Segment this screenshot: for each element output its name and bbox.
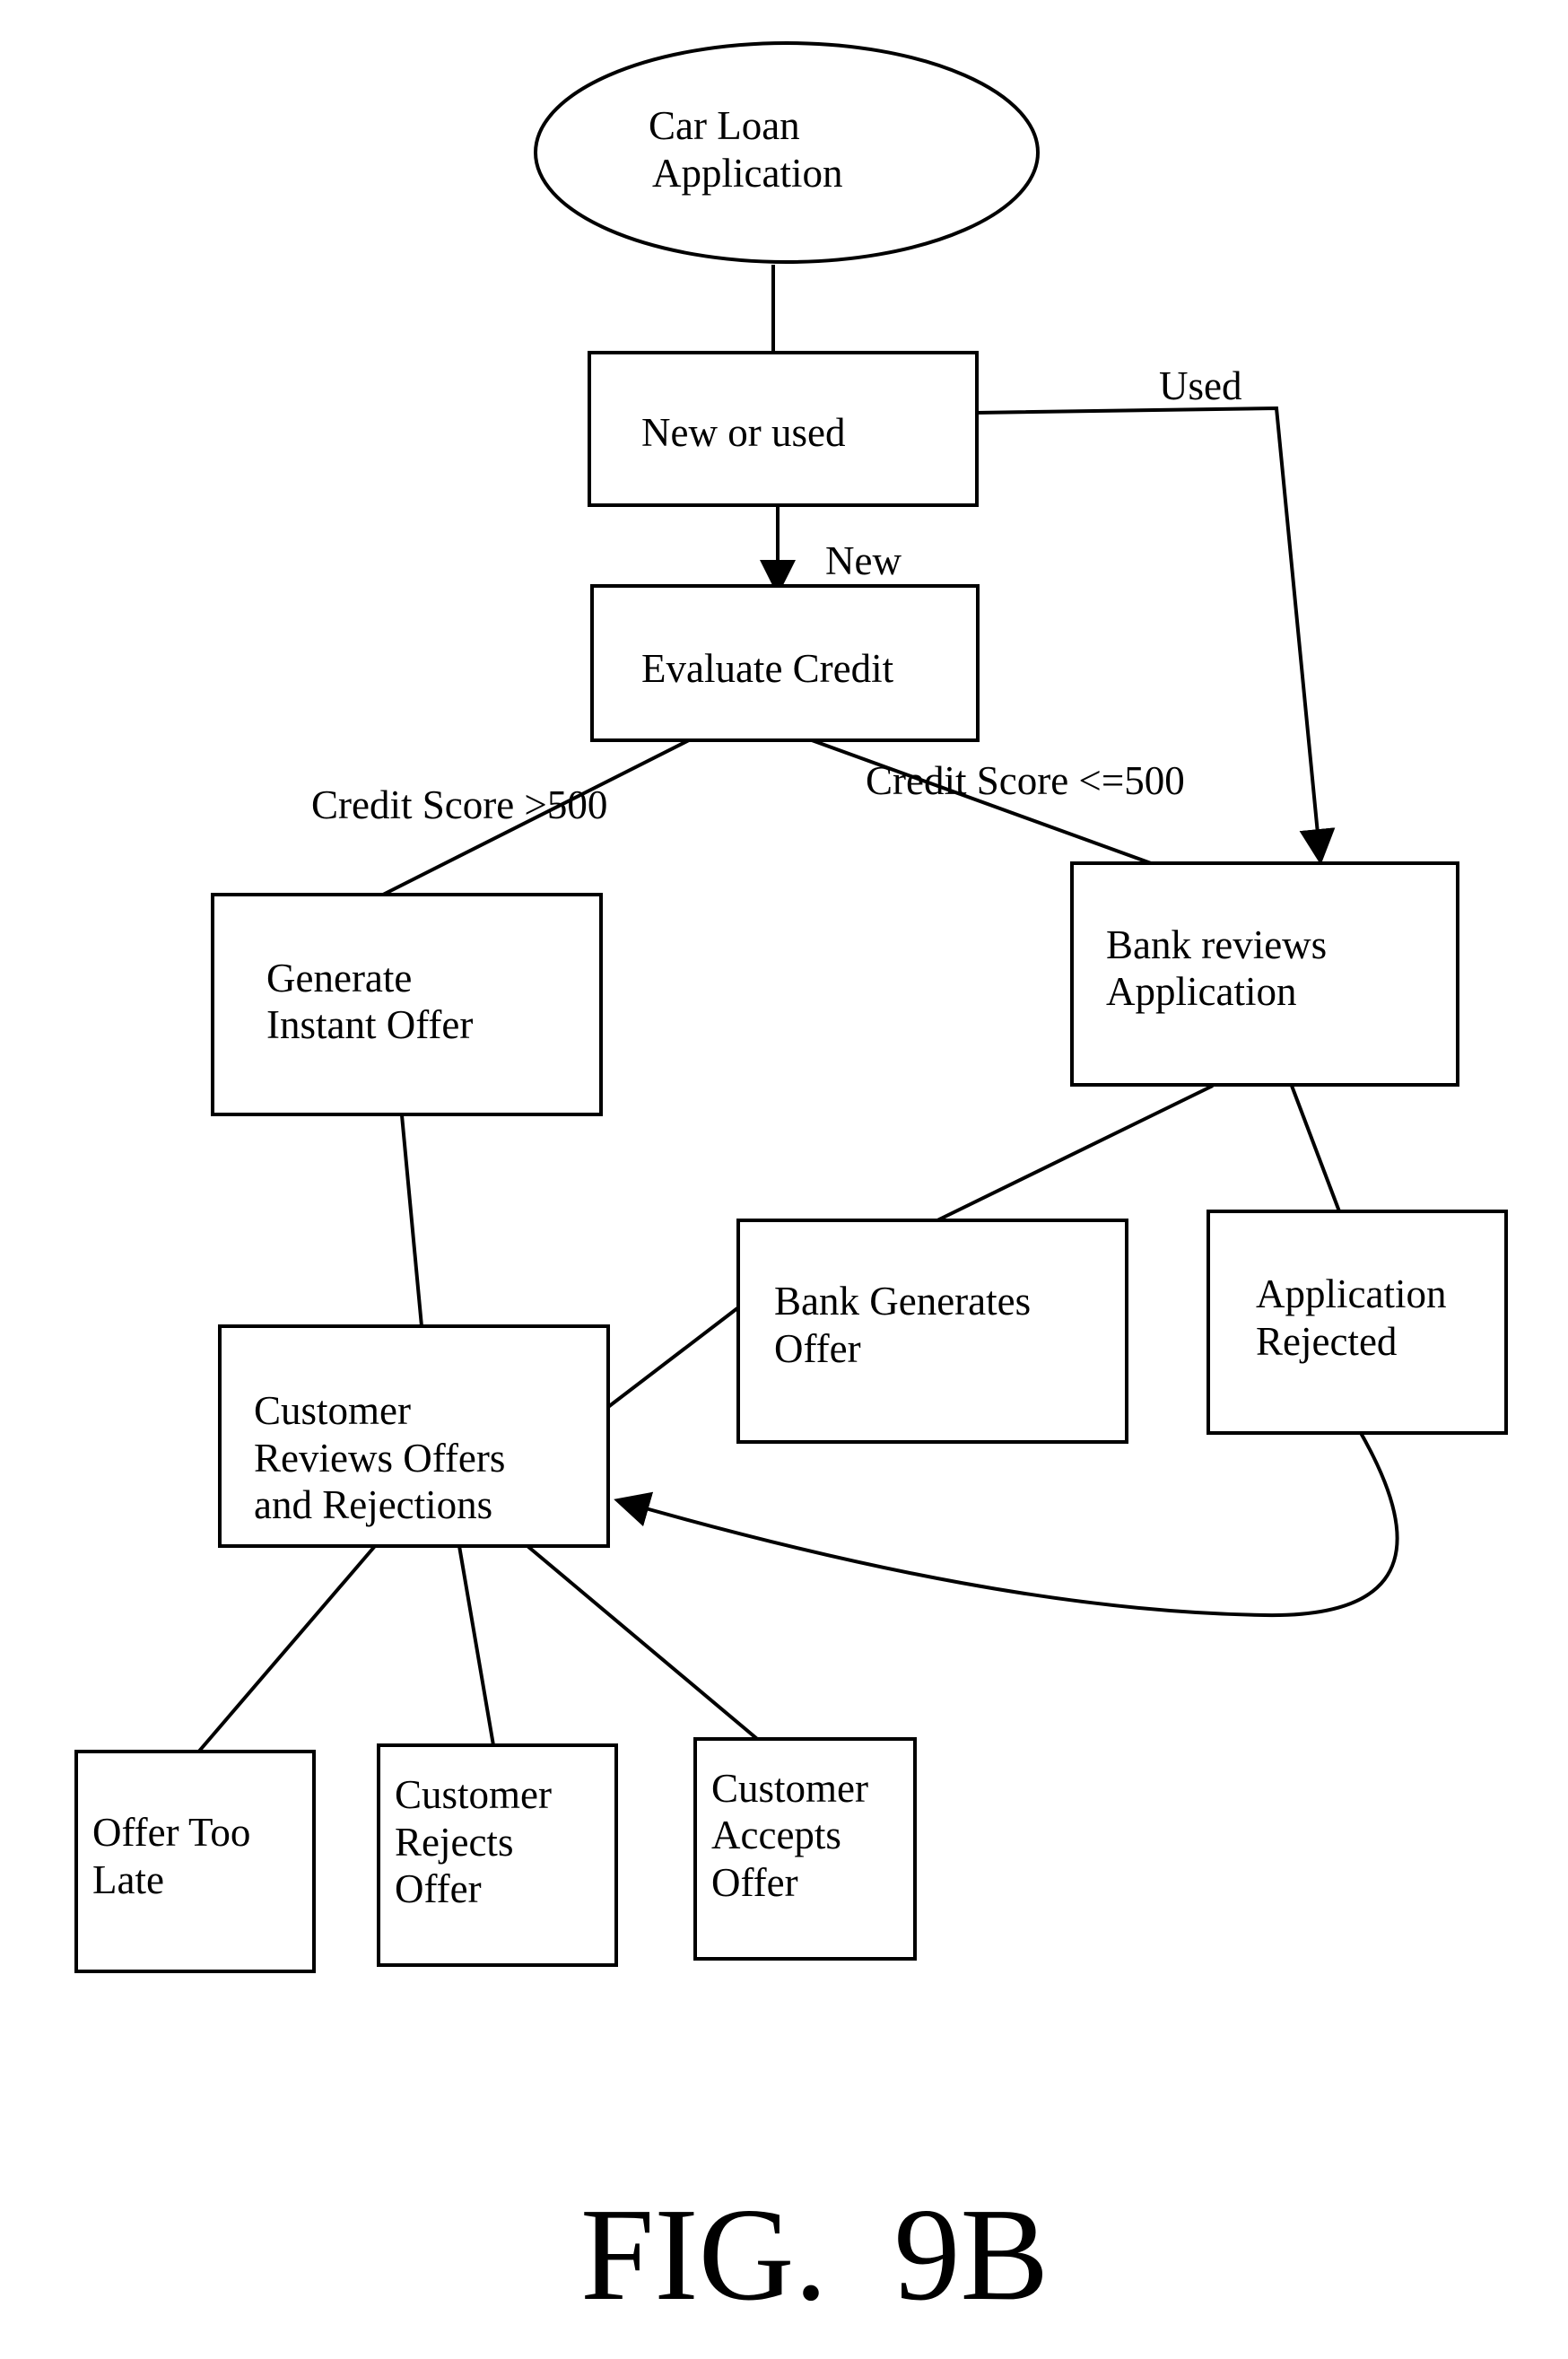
node-customer-accepts-offer-line-1: Customer [711, 1766, 868, 1811]
node-application-rejected: Application Rejected [1208, 1211, 1506, 1433]
edge-bank-generates-to-customer-reviews [608, 1308, 737, 1407]
edge-customer-reviews-to-customer-accepts [527, 1546, 779, 1757]
node-customer-rejects-offer-line-3: Offer [395, 1866, 482, 1911]
node-evaluate-credit-line-1: Evaluate Credit [641, 646, 894, 691]
node-car-loan-application-line-1: Car Loan [649, 103, 800, 148]
edge-label-credit-score-le-500: Credit Score <=500 [866, 758, 1185, 803]
node-application-rejected-line-1: Application [1256, 1271, 1446, 1316]
edge-customer-reviews-to-customer-rejects [459, 1546, 493, 1745]
node-evaluate-credit: Evaluate Credit [592, 586, 978, 740]
node-generate-instant-offer: Generate Instant Offer [213, 895, 601, 1114]
node-bank-reviews-application: Bank reviews Application [1072, 863, 1458, 1085]
edge-label-used: Used [1159, 363, 1241, 408]
edge-application-rejected-to-customer-reviews [617, 1433, 1398, 1615]
node-customer-rejects-offer-line-2: Rejects [395, 1820, 513, 1865]
node-car-loan-application-line-2: Application [652, 151, 842, 196]
node-car-loan-application: Car Loan Application [536, 43, 1038, 262]
node-bank-generates-offer: Bank Generates Offer [738, 1220, 1127, 1442]
node-bank-reviews-application-line-2: Application [1106, 969, 1296, 1014]
edge-bank-reviews-to-bank-generates [937, 1086, 1213, 1220]
node-bank-generates-offer-line-1: Bank Generates [774, 1279, 1031, 1324]
node-customer-accepts-offer-line-2: Accepts [711, 1813, 841, 1857]
node-offer-too-late-line-1: Offer Too [92, 1810, 250, 1855]
node-customer-accepts-offer: Customer Accepts Offer [695, 1739, 915, 1959]
node-customer-rejects-offer: Customer Rejects Offer [379, 1745, 616, 1965]
nodes-layer: Car Loan Application New or used Evaluat… [76, 43, 1506, 1971]
edge-label-credit-score-gt-500: Credit Score >500 [311, 782, 607, 827]
edge-label-new: New [825, 538, 902, 583]
node-offer-too-late: Offer Too Late [76, 1752, 314, 1971]
node-new-or-used-line-1: New or used [641, 410, 845, 455]
node-application-rejected-line-2: Rejected [1256, 1319, 1397, 1364]
edge-instant-offer-to-customer-reviews [402, 1115, 422, 1326]
node-customer-reviews-offers-line-1: Customer [254, 1388, 411, 1433]
node-bank-reviews-application-line-1: Bank reviews [1106, 922, 1327, 967]
node-bank-generates-offer-line-2: Offer [774, 1326, 861, 1371]
node-generate-instant-offer-line-1: Generate [266, 956, 412, 1000]
node-customer-rejects-offer-line-1: Customer [395, 1772, 552, 1817]
figure-caption: FIG. 9B [580, 2181, 1049, 2328]
node-customer-accepts-offer-line-3: Offer [711, 1860, 798, 1905]
edge-bank-reviews-to-application-rejected [1292, 1086, 1339, 1211]
edge-customer-reviews-to-offer-too-late [191, 1546, 375, 1761]
node-generate-instant-offer-line-2: Instant Offer [266, 1002, 473, 1047]
node-new-or-used: New or used [589, 353, 977, 505]
node-customer-reviews-offers: Customer Reviews Offers and Rejections [220, 1326, 608, 1546]
node-customer-reviews-offers-line-2: Reviews Offers [254, 1436, 505, 1481]
node-offer-too-late-line-2: Late [92, 1857, 164, 1902]
node-customer-reviews-offers-line-3: and Rejections [254, 1482, 492, 1527]
